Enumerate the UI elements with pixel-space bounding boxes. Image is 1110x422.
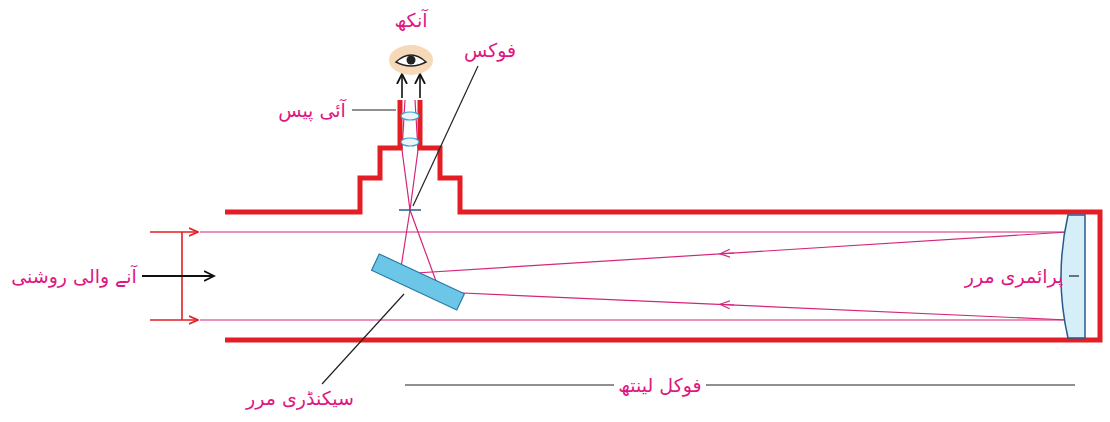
eye-icon (389, 45, 433, 75)
eyepiece-label: آئی پیس (274, 98, 350, 123)
leader-lines (322, 66, 1079, 385)
telescope-tube (225, 100, 1100, 340)
focal-length-label: فوکل لینتھ (614, 373, 705, 398)
primary-mirror (1061, 215, 1085, 338)
view-arrows (402, 74, 420, 98)
incoming-arrows (142, 232, 214, 320)
eye-label: آنکھ (390, 8, 431, 33)
incoming-light-label: آنے والی روشنی (7, 264, 141, 289)
focus-label: فوکس (460, 38, 520, 63)
secondary-mirror-label: سیکنڈری مرر (242, 386, 358, 411)
secondary-mirror (372, 254, 465, 310)
eyepiece-lenses (401, 112, 419, 146)
focus-mark (399, 209, 421, 211)
primary-mirror-label: پرائمری مرر (961, 264, 1068, 289)
